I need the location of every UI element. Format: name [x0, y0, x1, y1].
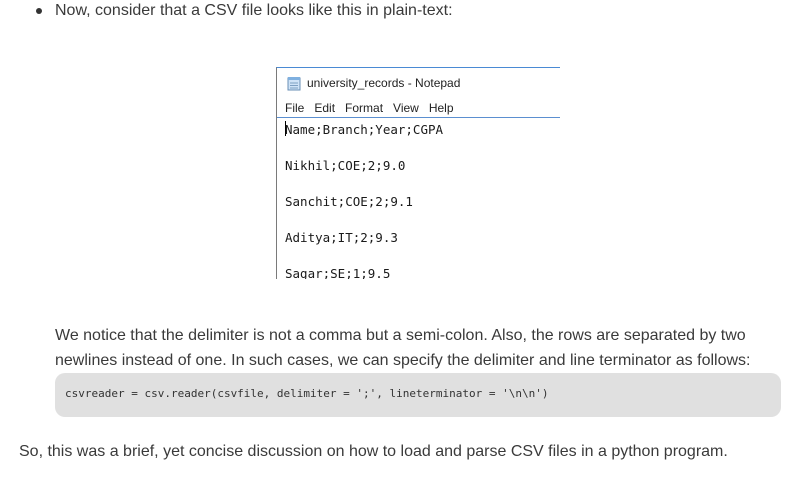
- menu-edit[interactable]: Edit: [314, 100, 336, 115]
- text-caret: [285, 121, 286, 136]
- code-block: csvreader = csv.reader(csvfile, delimite…: [55, 373, 781, 417]
- code-text: csvreader = csv.reader(csvfile, delimite…: [65, 387, 549, 400]
- text-line: Sanchit;COE;2;9.1: [285, 194, 413, 209]
- text-line: Name;Branch;Year;CGPA: [285, 122, 444, 137]
- notepad-titlebar: university_records - Notepad: [277, 68, 560, 98]
- notepad-title: university_records - Notepad: [307, 76, 461, 90]
- text-line: Sagar;SE;1;9.5: [285, 266, 391, 279]
- conclusion-paragraph: So, this was a brief, yet concise discus…: [19, 443, 728, 460]
- notepad-screenshot: university_records - Notepad File Edit F…: [276, 67, 560, 279]
- notepad-icon: [287, 76, 301, 90]
- menu-format[interactable]: Format: [345, 100, 384, 115]
- menu-help[interactable]: Help: [428, 100, 454, 115]
- notepad-menubar: File Edit Format View Help: [277, 98, 560, 118]
- notepad-text-area[interactable]: Name;Branch;Year;CGPA Nikhil;COE;2;9.0 S…: [277, 119, 560, 279]
- explanation-paragraph: We notice that the delimiter is not a co…: [55, 327, 751, 369]
- text-line: Aditya;IT;2;9.3: [285, 230, 398, 245]
- menu-view[interactable]: View: [393, 100, 419, 115]
- menu-file[interactable]: File: [285, 100, 305, 115]
- bullet-item: Now, consider that a CSV file looks like…: [36, 0, 453, 22]
- text-line: Nikhil;COE;2;9.0: [285, 158, 406, 173]
- bullet-text: Now, consider that a CSV file looks like…: [55, 2, 453, 19]
- bullet-dot-icon: [36, 8, 42, 14]
